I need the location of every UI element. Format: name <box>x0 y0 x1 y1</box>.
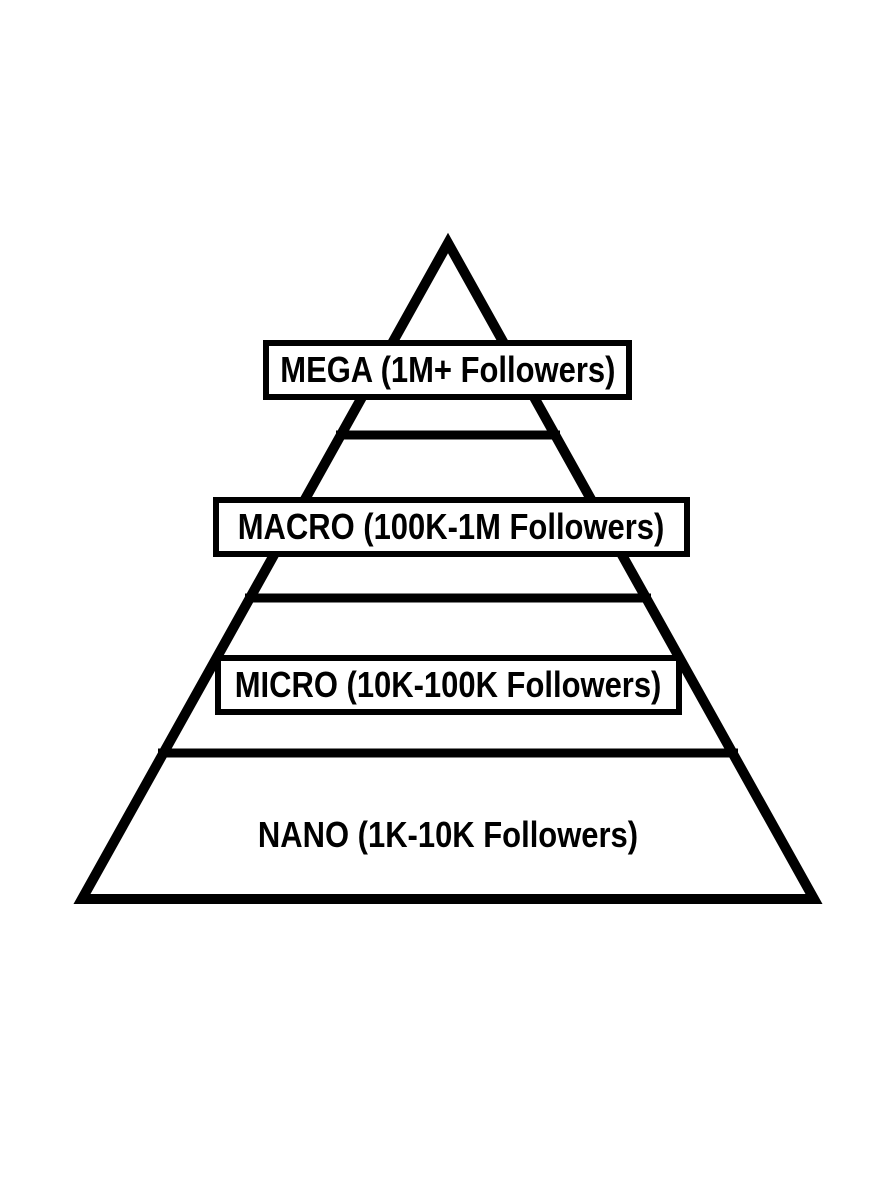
tier-label-micro: MICRO (10K-100K Followers) <box>235 664 662 705</box>
tier-label-macro: MACRO (100K-1M Followers) <box>238 506 665 547</box>
tier-label-wrap-nano: NANO (1K-10K Followers) <box>227 817 669 853</box>
tier-label-box-mega: MEGA (1M+ Followers) <box>263 340 632 400</box>
tier-label-mega: MEGA (1M+ Followers) <box>279 349 616 390</box>
tier-label-box-micro: MICRO (10K-100K Followers) <box>215 655 682 715</box>
pyramid-outline <box>73 232 823 904</box>
tier-label-box-macro: MACRO (100K-1M Followers) <box>213 497 690 557</box>
tier-label-nano: NANO (1K-10K Followers) <box>257 814 639 855</box>
